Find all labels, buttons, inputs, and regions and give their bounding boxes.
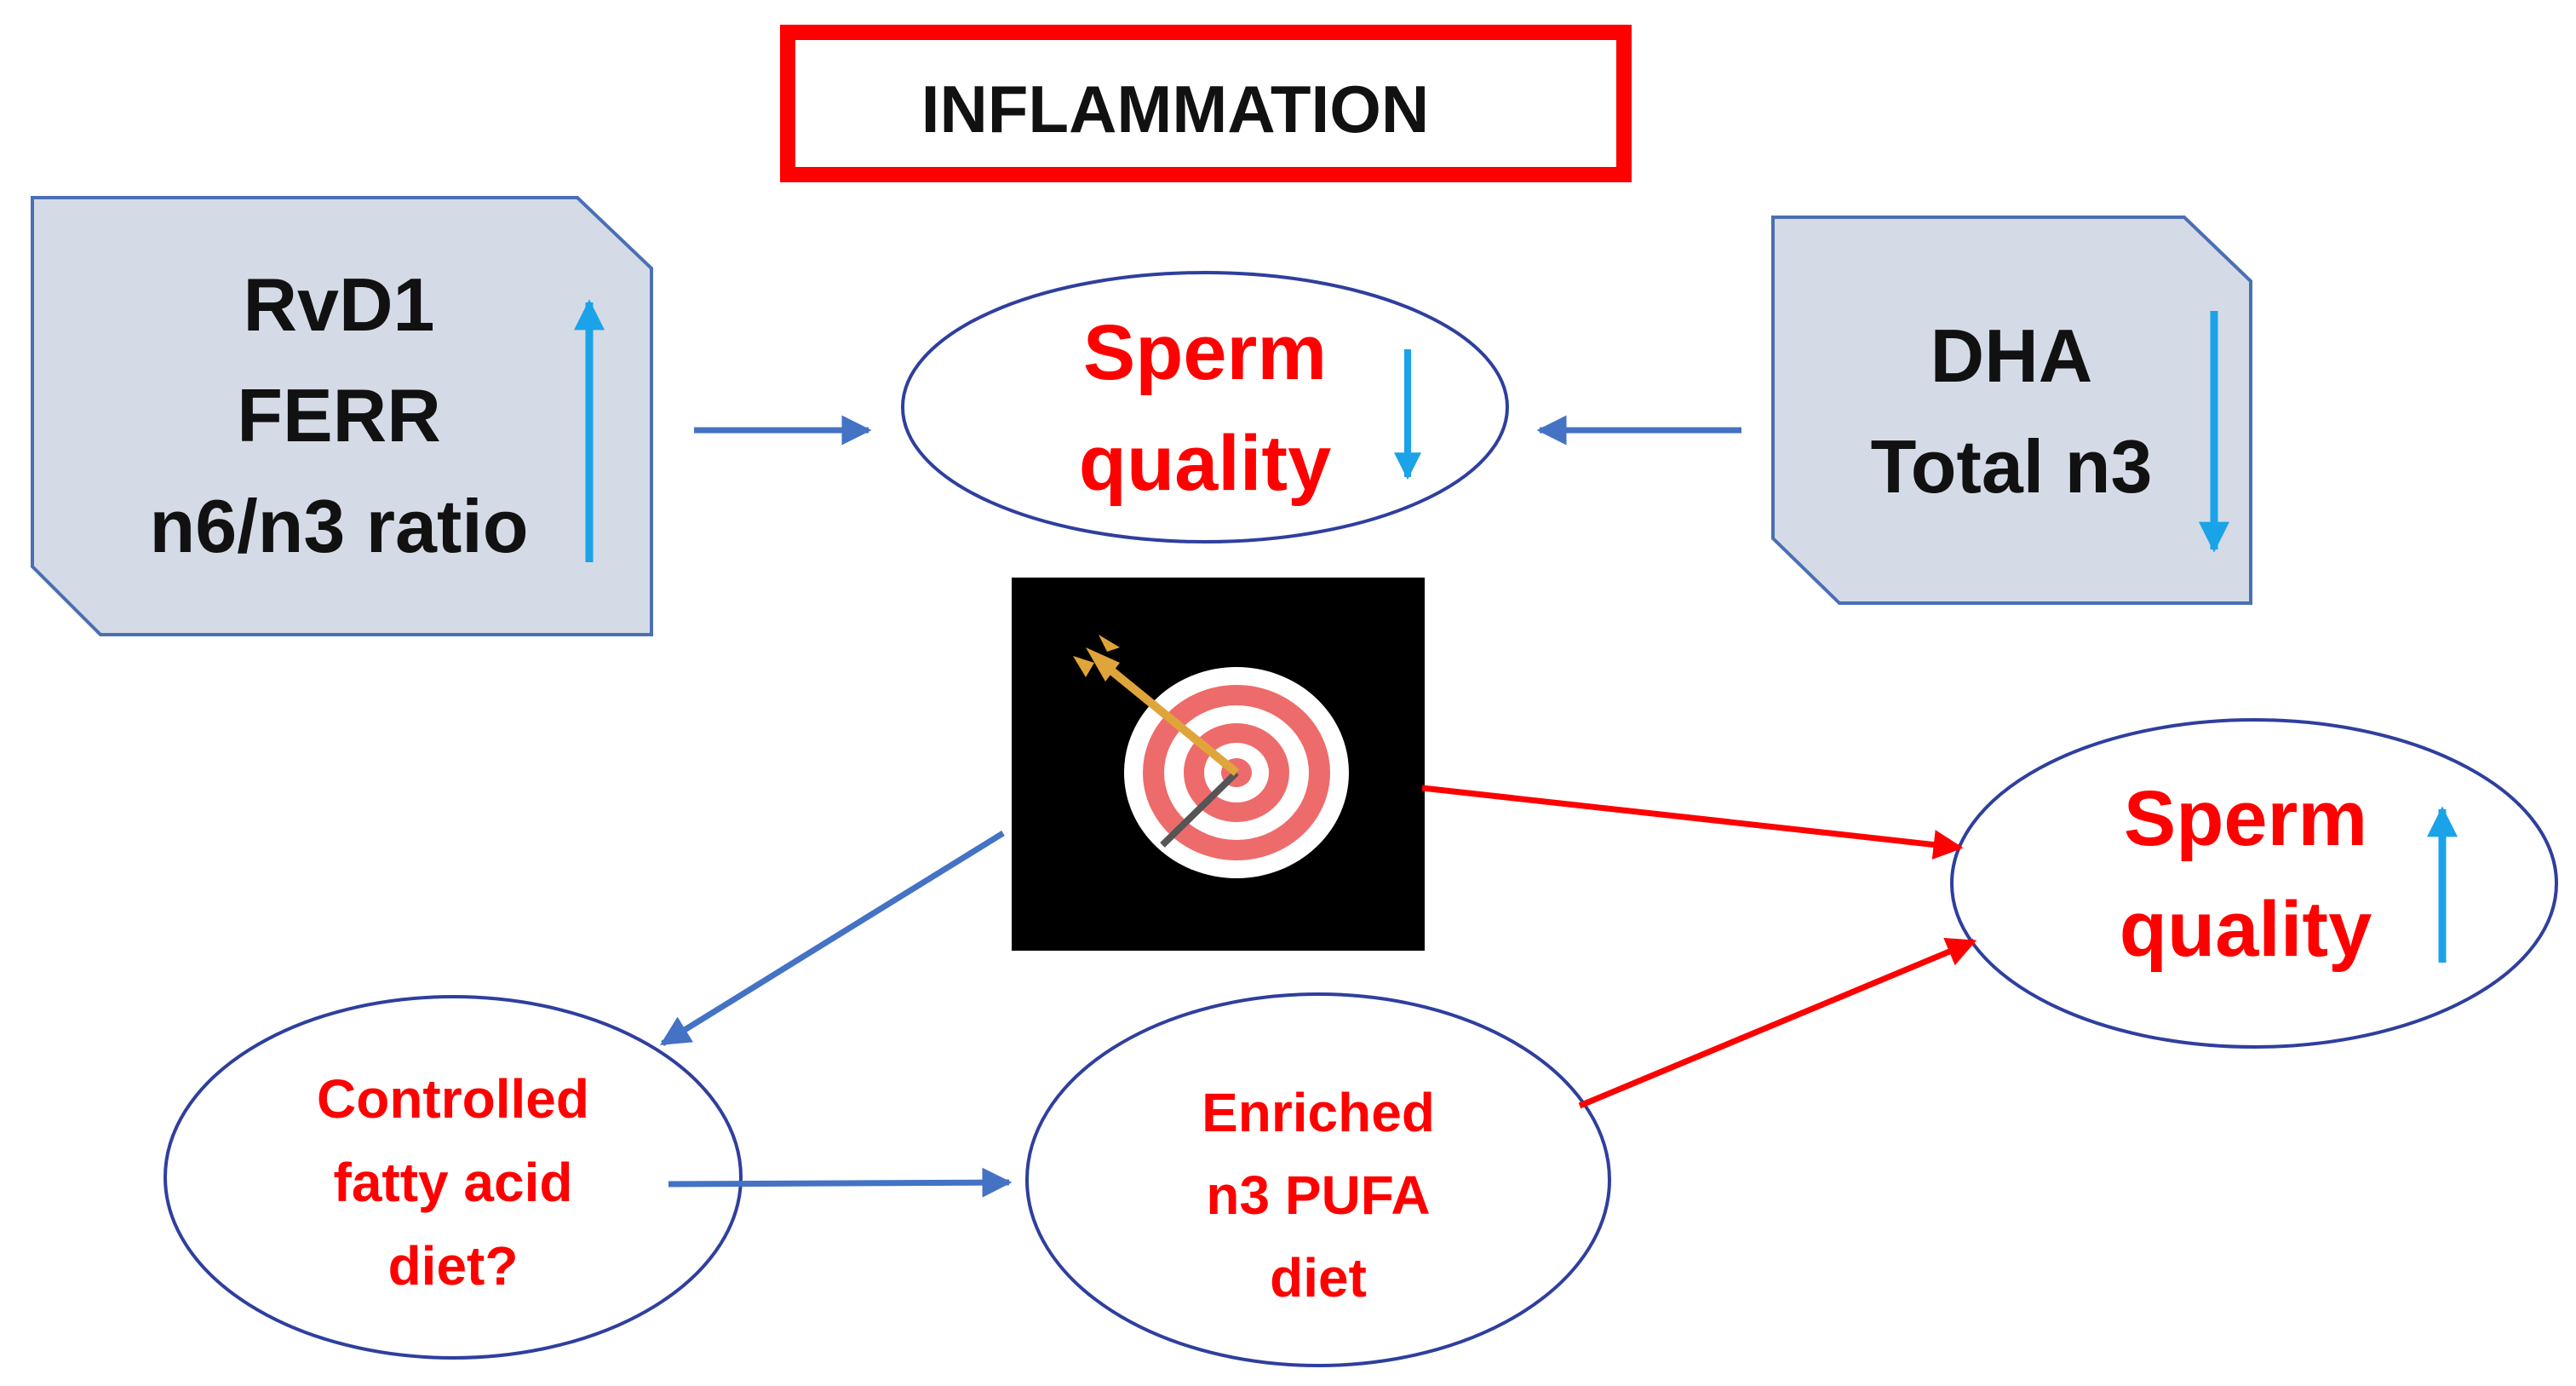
enriched-diet-line-2: n3 PUFA <box>1206 1165 1430 1226</box>
controlled-to-enriched-diet-arrow <box>668 1167 1013 1198</box>
left-box-line-2: FERR <box>237 373 441 457</box>
controlled-diet-line-2: fatty acid <box>334 1152 573 1213</box>
controlled-diet-line-1: Controlled <box>317 1068 589 1130</box>
sperm-quality-oval-top: Sperm quality <box>901 271 1509 543</box>
top-oval-line-1: Sperm <box>1083 309 1327 396</box>
controlled-diet-oval: Controlled fatty acid diet? <box>164 995 743 1360</box>
right-marker-box: DHA Total n3 <box>1771 216 2252 605</box>
right-box-line-1: DHA <box>1931 313 2093 398</box>
enriched-diet-line-1: Enriched <box>1202 1082 1435 1143</box>
controlled-diet-line-3: diet? <box>388 1235 519 1297</box>
target-arrow-icon <box>1012 578 1425 951</box>
left-marker-box: RvD1 FERR n6/n3 ratio <box>31 196 653 636</box>
target-to-sperm-quality-arrow <box>1421 785 1964 860</box>
left-box-line-3: n6/n3 ratio <box>150 484 529 568</box>
target-to-controlled-diet-arrow <box>660 831 1005 1046</box>
inflammation-title: INFLAMMATION <box>921 72 1429 147</box>
inflammation-title-box: INFLAMMATION <box>780 25 1632 182</box>
right-oval-line-1: Sperm <box>2124 775 2367 862</box>
enriched-diet-to-sperm-quality-arrow <box>1578 937 1977 1109</box>
enriched-diet-line-3: diet <box>1270 1247 1367 1308</box>
top-oval-line-2: quality <box>1079 420 1331 507</box>
right-oval-line-2: quality <box>2120 886 2372 973</box>
left-box-line-1: RvD1 <box>244 262 435 347</box>
right-box-line-2: Total n3 <box>1871 424 2153 509</box>
enriched-diet-oval: Enriched n3 PUFA diet <box>1025 992 1611 1367</box>
sperm-quality-oval-right: Sperm quality <box>1950 718 2558 1049</box>
